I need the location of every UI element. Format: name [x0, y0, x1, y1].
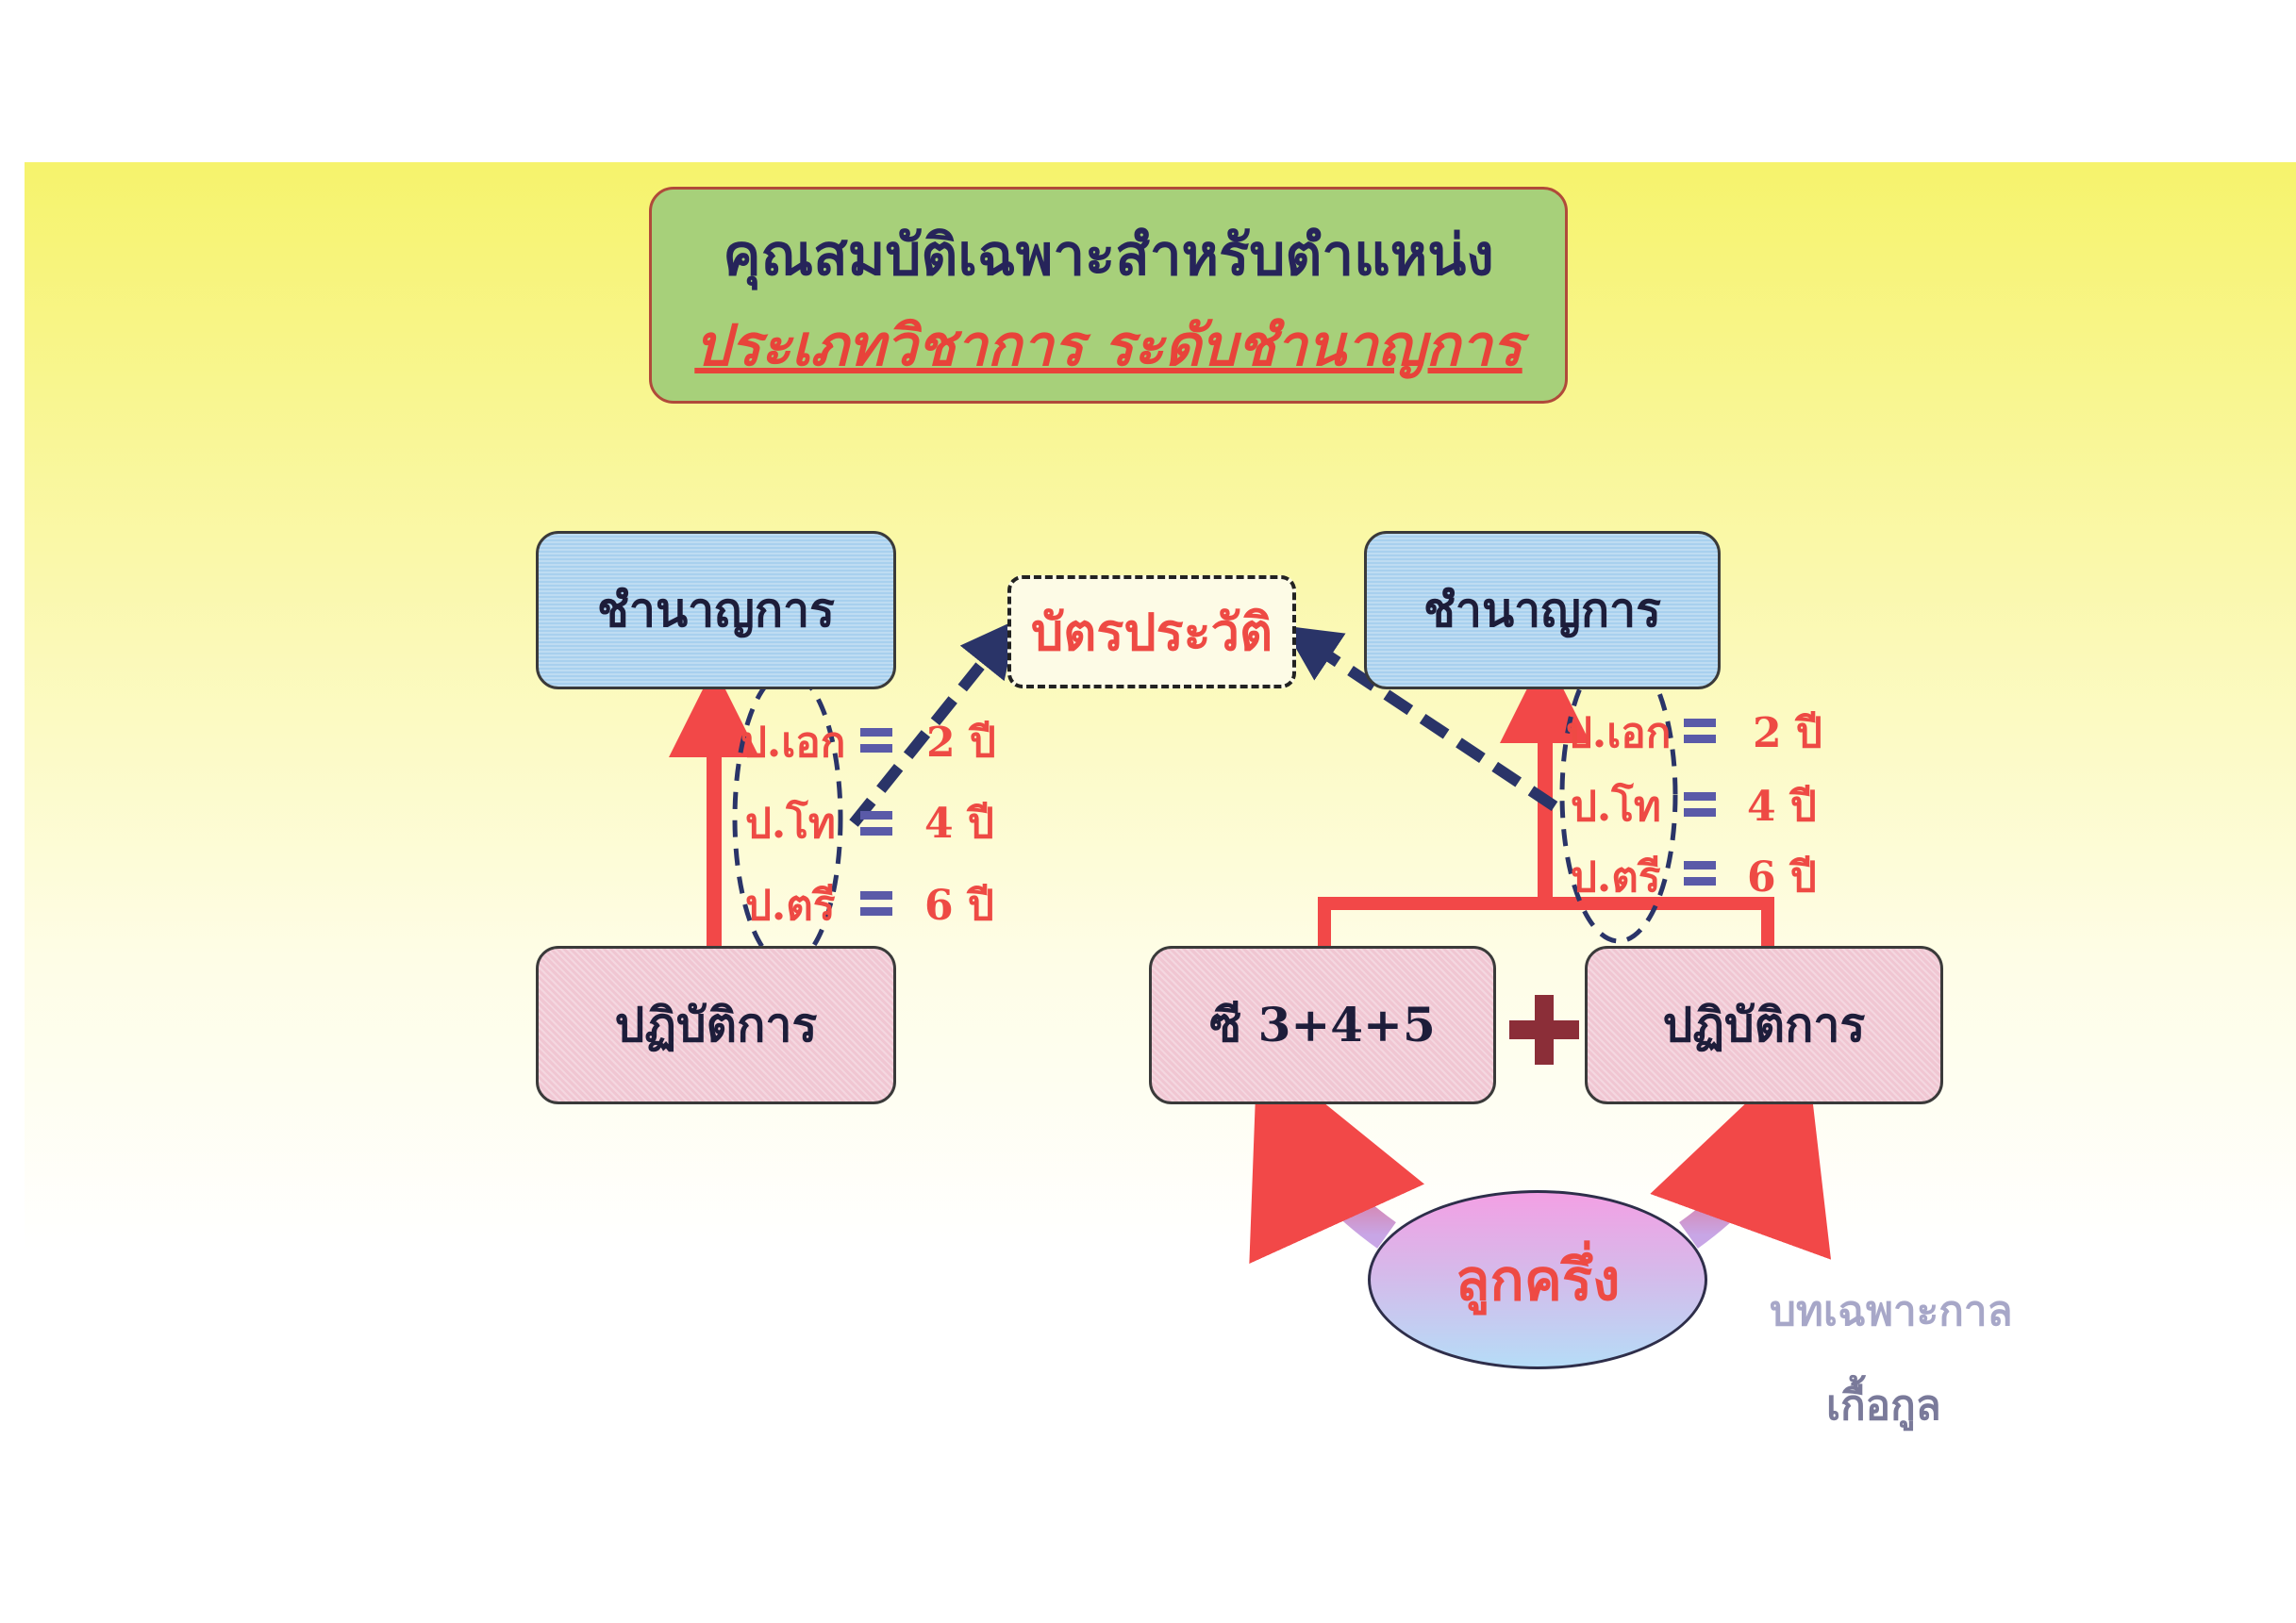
right-education-oval	[1559, 646, 1678, 944]
hybrid-to-c-arrow	[1249, 1049, 1425, 1265]
left-equals-icon	[860, 891, 892, 916]
c-level-box: ซี 3+4+5	[1149, 946, 1496, 1104]
left-years-bachelor: 6 ปี	[924, 882, 994, 930]
title-line-1: คุณสมบัติเฉพาะสำหรับตำแหน่ง	[723, 223, 1494, 289]
right-equals-icon	[1684, 792, 1716, 817]
plus-icon	[1509, 995, 1579, 1065]
title-line-2: ประเภทวิชาการ ระดับชำนาญการ	[694, 313, 1522, 379]
history-card-box: บัตรประวัติ	[1007, 575, 1296, 688]
left-degree-bachelor: ป.ตรี	[745, 882, 836, 930]
hybrid-to-op-arrow	[1650, 1046, 1831, 1260]
right-years-bachelor: 6 ปี	[1747, 853, 1817, 902]
right-to-history-arrow	[1283, 625, 1558, 811]
right-equals-icon	[1684, 861, 1716, 886]
left-equals-icon	[860, 728, 892, 753]
right-equals-icon	[1684, 719, 1716, 743]
transitional-provision-label: บทเฉพาะกาล	[1770, 1287, 2013, 1335]
left-expert-box: ชำนาญการ	[536, 531, 896, 689]
left-operational-box: ปฏิบัติการ	[536, 946, 896, 1104]
left-equals-icon	[860, 811, 892, 836]
right-degree-master: ป.โท	[1571, 783, 1661, 831]
left-years-phd: 2 ปี	[926, 719, 996, 767]
supportive-label: เกื้อกูล	[1826, 1382, 1941, 1430]
left-degree-master: ป.โท	[745, 800, 836, 848]
right-degree-phd: ป.เอก	[1566, 709, 1672, 757]
right-merge-bracket	[1318, 897, 1774, 948]
right-years-master: 4 ปี	[1747, 783, 1817, 831]
right-years-phd: 2 ปี	[1753, 709, 1822, 757]
left-degree-phd: ป.เอก	[740, 719, 846, 767]
title-box: คุณสมบัติเฉพาะสำหรับตำแหน่ง ประเภทวิชากา…	[649, 187, 1568, 404]
left-to-history-arrow	[849, 619, 1018, 827]
left-years-master: 4 ปี	[924, 800, 994, 848]
right-degree-bachelor: ป.ตรี	[1571, 853, 1661, 902]
right-operational-box: ปฏิบัติการ	[1585, 946, 1943, 1104]
right-expert-box: ชำนาญการ	[1364, 531, 1721, 689]
hybrid-ellipse: ลูกครึ่ง	[1368, 1190, 1707, 1369]
